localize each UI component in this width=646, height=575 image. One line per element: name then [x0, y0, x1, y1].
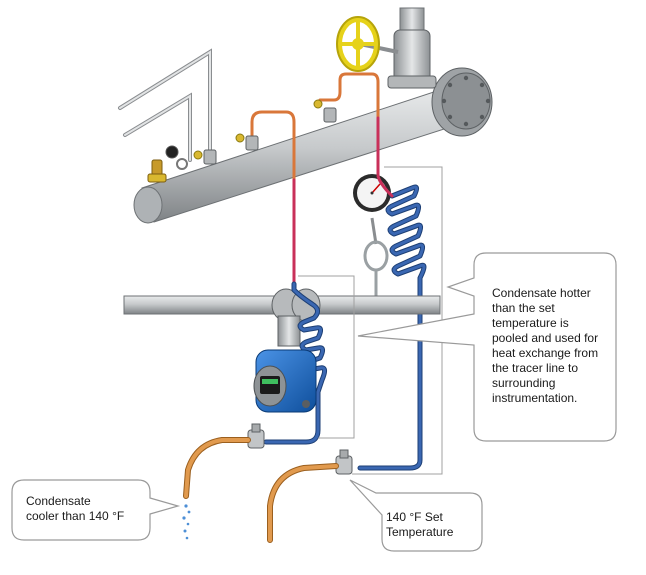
- branch-valve-icon: [193, 149, 217, 165]
- condensate-drip-icon: [182, 504, 191, 540]
- flow-transmitter-icon: [253, 349, 317, 413]
- background-pipes: [118, 48, 212, 162]
- steam-trap-icon: [335, 449, 353, 475]
- flange-bolts: [441, 75, 491, 127]
- pressure-gauge-icon: [353, 174, 391, 245]
- lower-coil-bracket: [298, 275, 355, 439]
- steam-branch-lines: [250, 72, 380, 286]
- callout-set-temperature-text: 140 °F Set Temperature: [386, 510, 454, 539]
- callout-set-temperature: [349, 479, 483, 552]
- lower-tracer-coil: [263, 281, 328, 445]
- branch-valve-icon: [313, 99, 337, 123]
- relief-valve-icon: [147, 159, 167, 183]
- callout-cooler-condensate: [11, 479, 181, 541]
- callout-cooler-condensate-text: Condensate cooler than 140 °F: [26, 494, 125, 523]
- callout-hotter-condensate: [357, 252, 617, 442]
- flowmeter-body: [271, 288, 321, 347]
- callout-hotter-condensate-text: Condensate hotter than the set temperatu…: [492, 286, 599, 405]
- branch-valve-icon: [235, 133, 259, 151]
- upper-tracer-coil: [357, 174, 427, 471]
- siphon-loop-icon: [363, 240, 389, 298]
- main-steam-header: [133, 67, 493, 224]
- branch-valves: [147, 99, 337, 183]
- condensate-drain-lines: [183, 437, 339, 543]
- steam-trap-icon: [247, 423, 265, 449]
- valve-handwheel-icon: [336, 16, 380, 72]
- small-gauge-icon: [165, 145, 188, 170]
